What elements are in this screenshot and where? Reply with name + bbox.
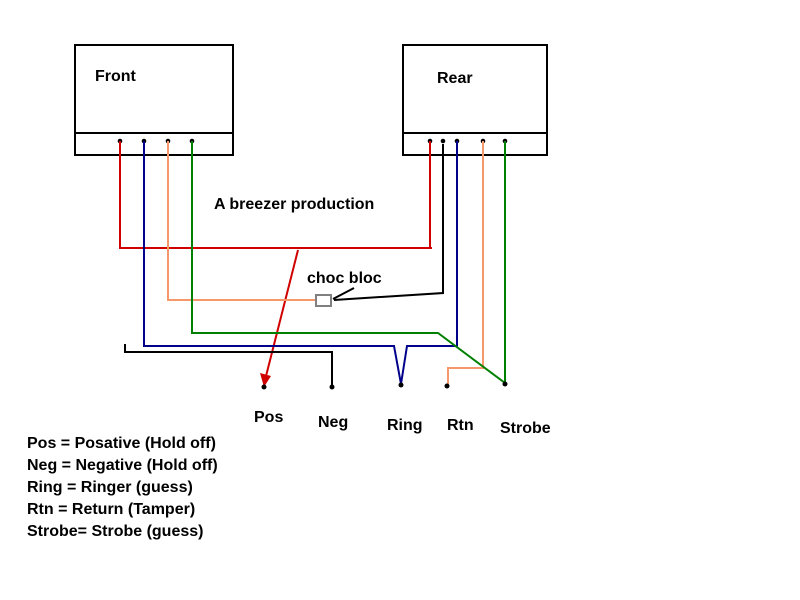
front-orange-wire-to-choc-bloc [167, 141, 316, 301]
choc-bloc-label: choc bloc [307, 270, 382, 287]
black-wire-to-neg [124, 344, 333, 386]
front-box [74, 44, 234, 156]
choc-bloc-connector [315, 294, 332, 307]
legend-line-strobe: Strobe= Strobe (guess) [27, 523, 204, 540]
legend: Pos = Posative (Hold off) Neg = Negative… [27, 433, 218, 543]
red-branch-to-pos-wire [263, 249, 299, 385]
rtn-terminal-dot [444, 383, 450, 389]
pos-terminal-dot [261, 384, 267, 390]
ring-terminal-dot [398, 382, 404, 388]
diagram-title: A breezer production [214, 196, 375, 213]
terminal-label-pos: Pos [254, 409, 284, 426]
legend-line-pos: Pos = Posative (Hold off) [27, 435, 216, 452]
legend-line-neg: Neg = Negative (Hold off) [27, 457, 218, 474]
strobe-terminal-dot [502, 381, 508, 387]
rear-box-label: Rear [437, 70, 473, 87]
rear-terminal-dot [440, 138, 446, 144]
legend-line-ring: Ring = Ringer (guess) [27, 479, 193, 496]
choc-bloc-pointer-line [332, 287, 355, 300]
terminal-label-neg: Neg [318, 414, 349, 431]
front-red-wire [119, 141, 432, 249]
black-wire-choc-bloc-to-rear [333, 144, 444, 301]
rear-blue-wire [400, 141, 458, 385]
front-green-wire [191, 141, 506, 384]
front-box-label: Front [95, 68, 136, 85]
terminal-label-rtn: Rtn [447, 417, 474, 434]
red-arrowhead-icon [260, 373, 271, 387]
terminal-label-ring: Ring [387, 417, 423, 434]
rear-box [402, 44, 548, 156]
legend-line-rtn: Rtn = Return (Tamper) [27, 501, 196, 518]
rear-orange-wire-to-rtn [447, 141, 484, 385]
front-blue-wire [143, 141, 402, 385]
terminal-label-strobe: Strobe [500, 420, 551, 437]
neg-terminal-dot [329, 384, 335, 390]
